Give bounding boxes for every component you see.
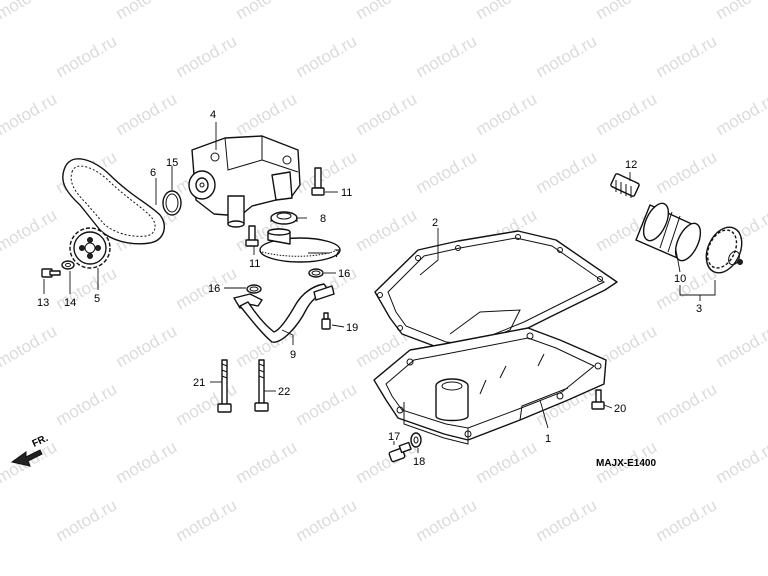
watermark-text: motod.ru (473, 437, 541, 487)
drive-sprocket (69, 227, 111, 269)
watermark-text: motod.ru (533, 495, 601, 545)
bolt-11-lower (245, 225, 259, 247)
callout-1: 1 (545, 433, 551, 445)
callout-15: 15 (166, 157, 178, 169)
watermark-text: motod.ru (113, 89, 181, 139)
watermark-text: motod.ru (713, 437, 768, 487)
callouts: 1 2 3 4 5 6 7 8 9 10 11 11 12 13 14 15 1… (37, 109, 702, 468)
watermark-text: motod.ru (413, 147, 481, 197)
callout-16-right: 16 (338, 268, 350, 280)
callout-4: 4 (210, 109, 216, 121)
callout-8: 8 (320, 213, 326, 225)
bolt-11-upper (311, 167, 325, 196)
washer-14 (61, 260, 75, 270)
watermark-text: motod.ru (293, 495, 361, 545)
watermark-text: motod.ru (0, 321, 60, 371)
callout-20: 20 (614, 403, 626, 415)
oil-pump (188, 135, 301, 228)
watermark-text: motod.ru (653, 147, 721, 197)
o-ring-16-left (246, 284, 262, 294)
cam-chain (62, 158, 166, 245)
watermark-text: motod.ru (0, 0, 60, 23)
watermark-text: motod.ru (413, 31, 481, 81)
leader-lines (43, 122, 716, 453)
watermark-text: motod.ru (533, 31, 601, 81)
oil-strainer (259, 228, 341, 263)
watermark-text: motod.ru (173, 31, 241, 81)
o-ring-15 (162, 190, 182, 216)
o-ring-16-right (308, 268, 324, 278)
callout-17: 17 (388, 431, 400, 443)
watermark-text: motod.ru (653, 495, 721, 545)
oil-filter (635, 202, 702, 262)
watermark-text: motod.ru (113, 321, 181, 371)
watermark-text: motod.ru (353, 89, 421, 139)
watermark-text: motod.ru (113, 437, 181, 487)
watermark-text: motod.ru (233, 0, 301, 23)
watermark-text: motod.ru (653, 263, 721, 313)
callout-7: 7 (334, 248, 340, 260)
watermark-text: motod.ru (293, 31, 361, 81)
diagram-code: MAJX-E1400 (596, 458, 656, 469)
watermark-text: motod.ru (233, 89, 301, 139)
callout-5: 5 (94, 293, 100, 305)
watermark-text: motod.ru (173, 263, 241, 313)
watermark-text: motod.ru (593, 0, 661, 23)
bolt-13 (41, 268, 61, 278)
oil-pan (373, 327, 607, 445)
oil-seal-8 (270, 211, 298, 225)
watermark-text: motod.ru (473, 0, 541, 23)
watermark-text: motod.ru (53, 31, 121, 81)
watermark-text: motod.ru (53, 495, 121, 545)
watermark-text: motod.ru (653, 31, 721, 81)
bolt-21 (217, 359, 232, 413)
watermark-text: motod.ru (713, 89, 768, 139)
watermark-text: motod.ru (53, 263, 121, 313)
oil-pipe (233, 283, 335, 343)
watermark-text: motod.ru (413, 495, 481, 545)
callout-9: 9 (290, 349, 296, 361)
watermark-text: motod.ru (533, 147, 601, 197)
watermark-text: motod.ru (713, 321, 768, 371)
callout-19: 19 (346, 322, 358, 334)
callout-11-lower: 11 (249, 258, 260, 270)
sealing-washer-18 (410, 432, 422, 448)
watermark-text: motod.ru (0, 89, 60, 139)
watermark-text: motod.ru (353, 0, 421, 23)
callout-16-left: 16 (208, 283, 220, 295)
callout-10: 10 (674, 273, 686, 285)
bolt-22 (254, 359, 269, 412)
watermark-text: motod.ru (53, 379, 121, 429)
watermark-text: motod.ru (0, 437, 60, 487)
watermark-text: motod.ru (473, 89, 541, 139)
filter-stud (610, 173, 640, 198)
callout-6: 6 (150, 167, 156, 179)
watermark-text: motod.ru (233, 437, 301, 487)
watermark-text: motod.ru (0, 205, 60, 255)
watermark-text: motod.ru (173, 495, 241, 545)
watermark-text: motod.ru (113, 0, 181, 23)
callout-12: 12 (625, 159, 637, 171)
callout-13: 13 (37, 297, 49, 309)
callout-21: 21 (193, 377, 205, 389)
callout-14: 14 (64, 297, 76, 309)
callout-2: 2 (432, 217, 438, 229)
bolt-19 (321, 312, 331, 330)
watermark-text: motod.ru (593, 89, 661, 139)
watermark-text: motod.ru (653, 379, 721, 429)
bolt-20 (591, 389, 605, 410)
callout-22: 22 (278, 386, 290, 398)
callout-3: 3 (696, 303, 702, 315)
callout-18: 18 (413, 456, 425, 468)
watermark-text: motod.ru (353, 205, 421, 255)
callout-11-upper: 11 (341, 187, 352, 199)
watermark-text: motod.ru (713, 0, 768, 23)
watermark-text: motod.ru (293, 379, 361, 429)
drain-bolt-17 (388, 441, 412, 463)
filter-element (705, 226, 743, 274)
